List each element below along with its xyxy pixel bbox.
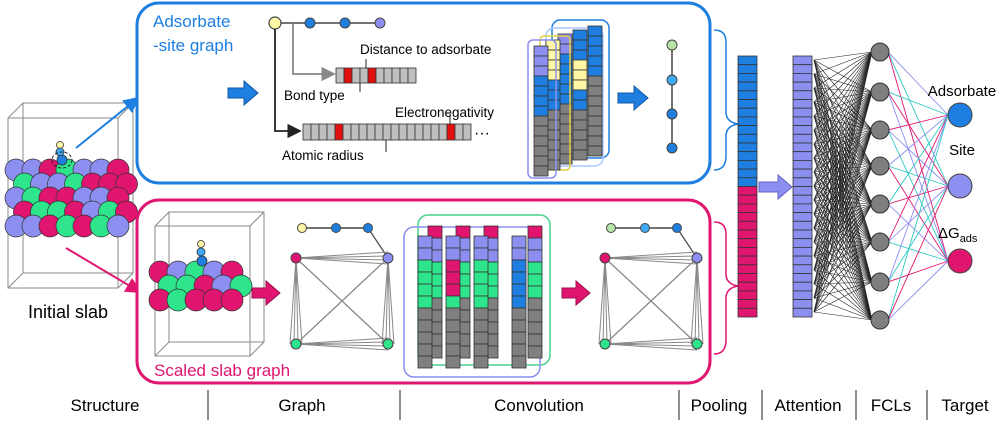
slab-input-arrow [251, 279, 281, 307]
target-adsorbate-label: Adsorbate [928, 83, 996, 100]
scaled-slab-atoms [148, 240, 253, 312]
pooling-vector [737, 55, 758, 318]
bond-feature-vector [335, 67, 417, 84]
pooling-to-attention-arrow [758, 173, 793, 201]
footer-fcls: FCLs [871, 396, 912, 415]
distance-label: Distance to adsorbate [360, 42, 491, 57]
adsorbate-output-node [947, 102, 973, 128]
slab-atoms [4, 158, 138, 238]
slab-convolution-stack [403, 214, 551, 378]
adsorbate-site-panel: Adsorbate -site graph Distance to adsorb… [135, 1, 712, 185]
atomic-radius-label: Atomic radius [282, 148, 364, 163]
slab-brace [713, 221, 739, 355]
adsorbate-molecule [51, 141, 73, 169]
electronegativity-label: Electronegativity [395, 105, 494, 120]
adsorbate-output-graph [666, 39, 678, 154]
footer-structure: Structure [71, 396, 140, 415]
target-site-label: Site [949, 142, 975, 159]
adsorbate-panel-title-2: -site graph [153, 36, 233, 55]
footer-pooling: Pooling [691, 396, 748, 415]
footer-attention: Attention [774, 396, 841, 415]
delta-g-output-node [947, 248, 973, 274]
arrow-to-slab-graph [65, 247, 142, 294]
fcl-hidden-nodes [870, 42, 890, 330]
attention-vector [792, 55, 813, 318]
footer-graph: Graph [278, 396, 325, 415]
initial-slab-structure: Initial slab [4, 96, 142, 322]
slab-graph-input [289, 223, 395, 351]
adsorbate-input-arrow [227, 79, 259, 107]
atom-feature-vector [302, 123, 472, 141]
scaled-slab-panel: Scaled slab graph [135, 198, 712, 385]
slab-graph-output [598, 223, 704, 351]
fcl-connections [813, 51, 949, 321]
arrow-to-adsorbate-graph [75, 96, 140, 149]
footer: Structure Graph Convolution Pooling Atte… [71, 390, 989, 420]
footer-target: Target [941, 396, 989, 415]
ellipsis: ··· [474, 125, 490, 142]
footer-convolution: Convolution [494, 396, 584, 415]
site-output-node [947, 173, 973, 199]
adsorbate-convolution-stack [527, 19, 610, 179]
slab-output-arrow [561, 279, 591, 307]
adsorbate-panel-title-1: Adsorbate [153, 12, 231, 31]
adsorbate-brace [713, 29, 739, 171]
slab-panel-title: Scaled slab graph [154, 361, 290, 380]
adsorbate-chain-graph [268, 16, 386, 139]
target-delta-g-label: ΔGads [938, 225, 978, 245]
adsorbate-output-arrow [617, 84, 649, 112]
structure-label: Initial slab [28, 302, 108, 322]
atom-feature-arrow [274, 29, 302, 139]
bond-feature-arrow [292, 23, 336, 82]
targets: Adsorbate Site ΔGads [928, 83, 996, 274]
bond-type-label: Bond type [284, 88, 345, 103]
